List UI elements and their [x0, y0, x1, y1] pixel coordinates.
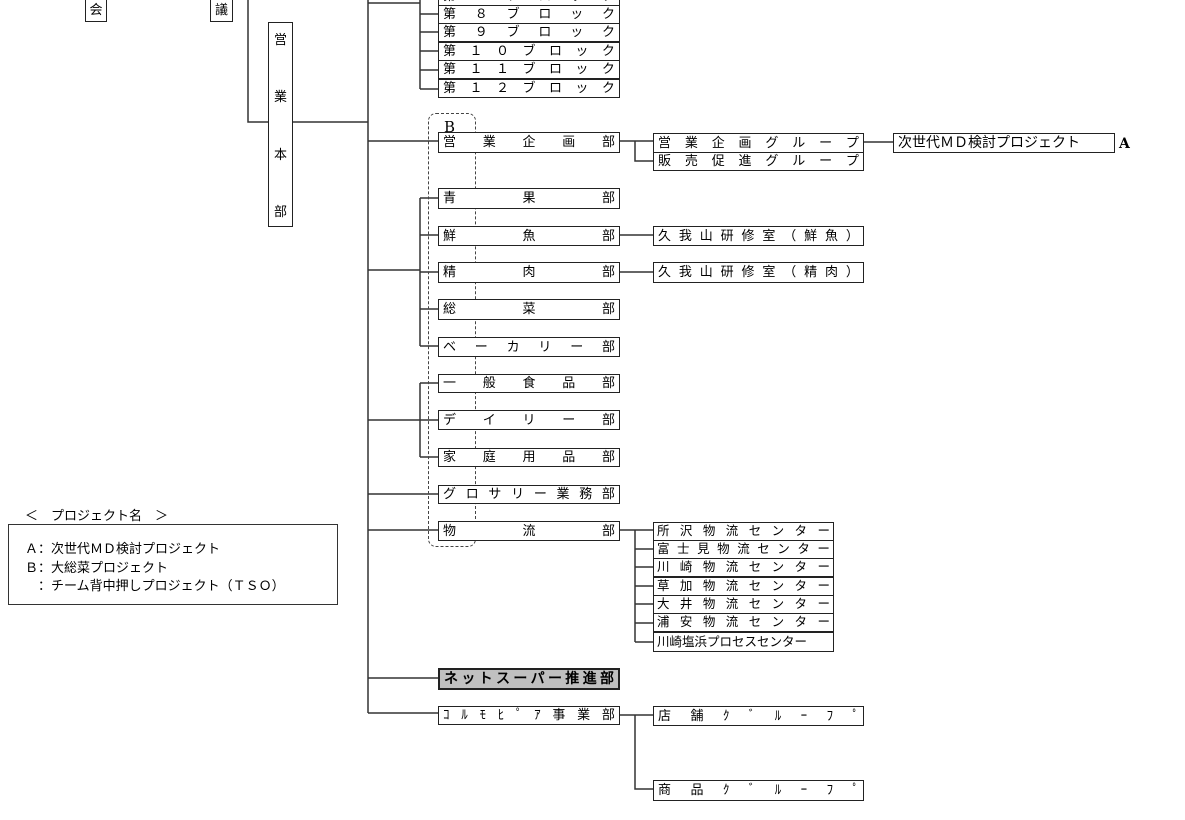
- dept-ippan-shokuhin: 一般食品部: [438, 374, 620, 393]
- box-label: 会: [89, 3, 103, 18]
- dept-sozai: 総菜部: [438, 299, 620, 320]
- box-label: 川崎物流センター: [657, 559, 830, 575]
- box-label: ベーカリー部: [443, 339, 615, 355]
- box-label: 一般食品部: [443, 376, 615, 391]
- group-tenpo: 店舗ｸﾞﾙｰﾌﾟ: [653, 706, 864, 726]
- dept-katei-yohin: 家庭用品部: [438, 448, 620, 467]
- box-label: 家庭用品部: [443, 450, 615, 465]
- box-label: 次世代ＭＤ検討プロジェクト: [898, 135, 1080, 151]
- dept-seika: 青果部: [438, 188, 620, 209]
- dept-seiniku: 精肉部: [438, 262, 620, 283]
- project-b-dashed-frame: [428, 113, 476, 547]
- box-label: 富士見物流センター: [657, 541, 830, 557]
- project-b-mark: B: [444, 118, 456, 136]
- box-label: 久我山研修室（精肉）: [658, 265, 859, 280]
- dept-bakery: ベーカリー部: [438, 337, 620, 357]
- kaigi-box-left: 会: [85, 0, 107, 22]
- logistics-center-box: 浦安物流センター: [653, 613, 834, 632]
- box-label: 鮮魚部: [443, 228, 615, 244]
- kugayama-seiniku: 久我山研修室（精肉）: [653, 262, 864, 283]
- kugayama-sengyo: 久我山研修室（鮮魚）: [653, 226, 864, 246]
- box-label: 浦安物流センター: [657, 614, 830, 630]
- logistics-center-box: 草加物流センター: [653, 577, 834, 596]
- logistics-center-box: 所沢物流センター: [653, 522, 834, 541]
- box-label: ネットスーパー推進部: [444, 671, 614, 687]
- legend-title: ＜ プロジェクト名 ＞: [25, 509, 169, 524]
- logistics-center-box: 富士見物流センター: [653, 540, 834, 559]
- box-label: 大井物流センター: [657, 596, 830, 612]
- dept-eigyo-kikaku: 営業企画部: [438, 132, 620, 153]
- box-label: 物流部: [443, 523, 615, 539]
- kaigi-box-right: 議: [210, 0, 233, 22]
- group-shohin: 商品ｸﾞﾙｰﾌﾟ: [653, 780, 864, 801]
- logistics-center-box: 大井物流センター: [653, 595, 834, 614]
- box-label: 議: [214, 3, 228, 18]
- logistics-center-box: 川崎塩浜プロセスセンター: [653, 632, 834, 652]
- box-label: 営業企画グループ: [658, 135, 859, 151]
- dept-butsuryu: 物流部: [438, 521, 620, 541]
- logistics-center-box: 川崎物流センター: [653, 558, 834, 577]
- box-label: 商品ｸﾞﾙｰﾌﾟ: [658, 783, 859, 798]
- legend-box: Ａ：次世代ＭＤ検討プロジェクト Ｂ：大総菜プロジェクト ：チーム背中押しプロジェ…: [8, 524, 338, 605]
- dept-korumopia: ｺﾙﾓﾋﾟｱ事業部: [438, 706, 620, 725]
- box-label: 久我山研修室（鮮魚）: [658, 228, 859, 244]
- legend-item: Ａ：次世代ＭＤ検討プロジェクト: [25, 542, 221, 557]
- box-label: デイリー部: [443, 412, 615, 428]
- eigyo-honbu-box: 営業本部: [268, 22, 293, 227]
- dept-net-super: ネットスーパー推進部: [438, 668, 620, 690]
- dept-grocery: グロサリー業務部: [438, 485, 620, 504]
- project-a-box: 次世代ＭＤ検討プロジェクト: [893, 133, 1115, 153]
- box-label: 店舗ｸﾞﾙｰﾌﾟ: [658, 708, 859, 724]
- box-label: 精肉部: [443, 265, 615, 280]
- box-label: 所沢物流センター: [657, 523, 830, 539]
- box-label: 第７ブロック: [443, 0, 615, 3]
- group-hanbai-sokushin: 販売促進グループ: [653, 152, 864, 171]
- box-label: ｺﾙﾓﾋﾟｱ事業部: [443, 708, 615, 723]
- dept-sengyo: 鮮魚部: [438, 226, 620, 246]
- box-label: グロサリー業務部: [443, 487, 615, 502]
- box-label: 草加物流センター: [657, 578, 830, 594]
- project-a-mark: A: [1119, 136, 1130, 152]
- box-label: 販売促進グループ: [658, 154, 859, 169]
- dept-daily: デイリー部: [438, 410, 620, 430]
- group-eigyo-kikaku: 営業企画グループ: [653, 133, 864, 153]
- box-label: 青果部: [443, 191, 615, 206]
- box-label: 総菜部: [443, 302, 615, 317]
- box-label: 営業企画部: [443, 135, 615, 150]
- legend-item: ：チーム背中押しプロジェクト（ＴＳＯ）: [25, 579, 285, 594]
- legend-item: Ｂ：大総菜プロジェクト: [25, 560, 169, 576]
